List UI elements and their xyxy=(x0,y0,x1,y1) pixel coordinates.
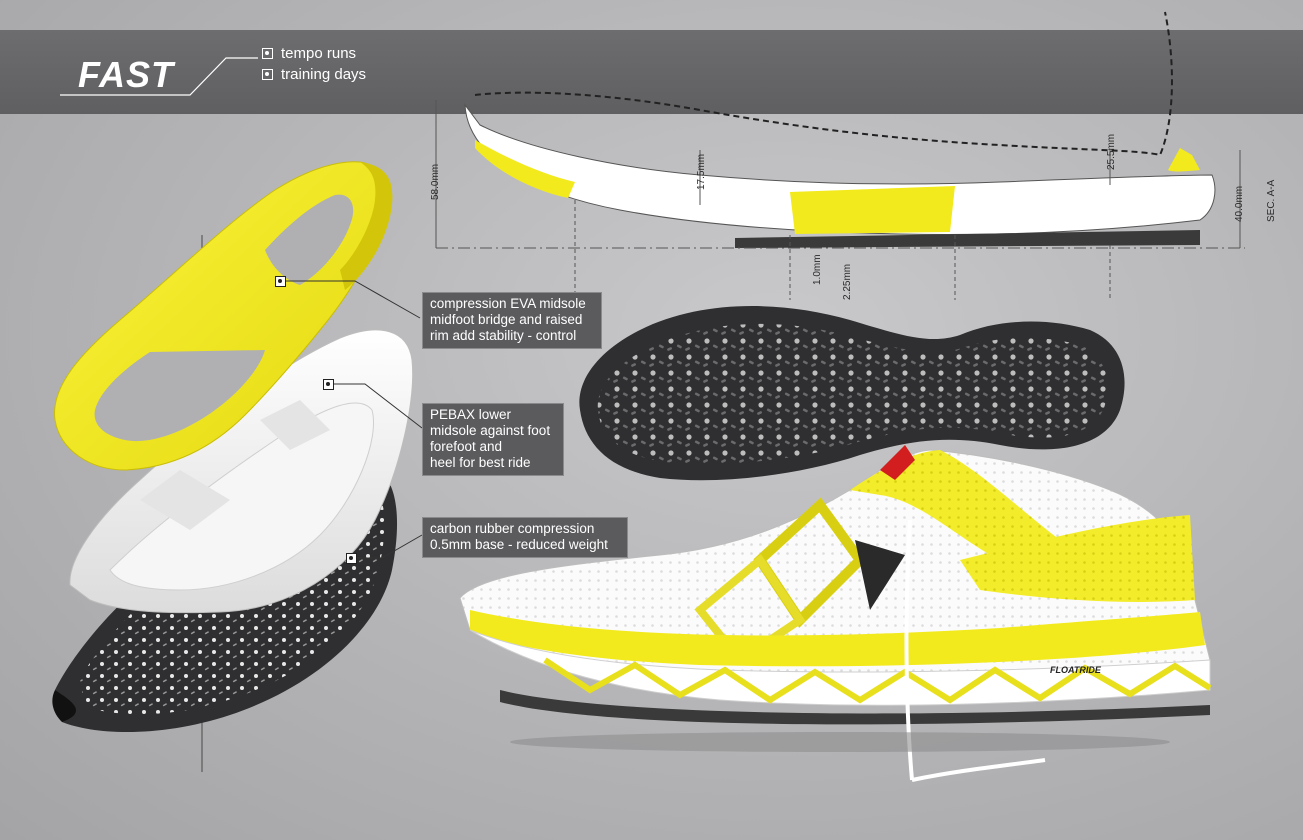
section-label: SEC. A-A xyxy=(1266,179,1277,222)
header-band xyxy=(0,30,1303,114)
callout-line: PEBAX lower xyxy=(430,407,512,422)
callout-line: 0.5mm base - reduced weight xyxy=(430,537,608,552)
callout-line: forefoot and xyxy=(430,439,503,454)
tag-training-days: training days xyxy=(262,66,366,83)
pebax-leader xyxy=(331,383,423,429)
pebax-midsole-part xyxy=(69,329,414,614)
cross-section xyxy=(435,11,1245,300)
rubber-marker-icon xyxy=(346,553,357,564)
eva-leader xyxy=(286,280,421,319)
dim-base: 2.25mm xyxy=(842,263,853,300)
callout-line: midfoot bridge and raised xyxy=(430,312,583,327)
callout-pebax: PEBAX lower midsole against foot forefoo… xyxy=(422,403,564,476)
dim-forefoot-height: 40.0mm xyxy=(1234,185,1245,222)
target-icon xyxy=(262,69,273,80)
target-icon xyxy=(262,48,273,59)
callout-line: carbon rubber compression xyxy=(430,521,595,536)
pebax-marker-icon xyxy=(323,379,334,390)
callout-eva: compression EVA midsole midfoot bridge a… xyxy=(422,292,602,349)
dim-outsole: 1.0mm xyxy=(812,254,823,285)
shoe-side-view xyxy=(459,445,1212,782)
dim-heel-height: 58.0mm xyxy=(430,163,441,200)
tag-label: training days xyxy=(281,66,367,83)
callout-line: heel for best ride xyxy=(430,455,531,470)
callout-line: midsole against foot xyxy=(430,423,551,438)
page-title: FAST xyxy=(78,54,175,95)
rubber-leader xyxy=(355,534,423,559)
dim-midfoot: 17.5mm xyxy=(696,153,707,190)
outsole-bottom-view xyxy=(579,306,1125,481)
callout-line: rim add stability - control xyxy=(430,328,577,343)
eva-midsole-part xyxy=(54,161,393,471)
tag-label: tempo runs xyxy=(281,45,357,62)
tag-tempo-runs: tempo runs xyxy=(262,45,356,62)
callout-line: compression EVA midsole xyxy=(430,296,586,311)
floatride-logo: FLOATRIDE xyxy=(1050,665,1101,675)
callout-rubber: carbon rubber compression 0.5mm base - r… xyxy=(422,517,628,558)
dim-forefoot-top: 25.5mm xyxy=(1106,133,1117,170)
title-underline xyxy=(60,57,258,96)
eva-marker-icon xyxy=(275,276,286,287)
